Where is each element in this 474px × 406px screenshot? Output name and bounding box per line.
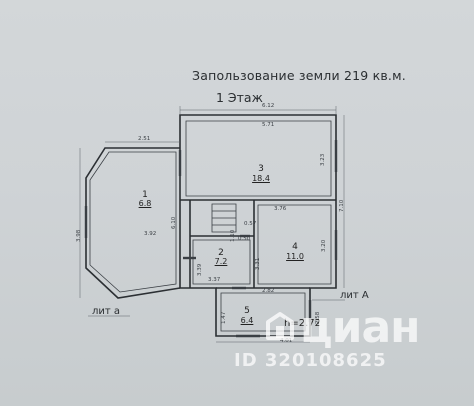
staircase: [211, 203, 237, 233]
main-outer-wall: [179, 114, 337, 337]
dim-room3-right: 3.23: [320, 153, 326, 166]
dim-top-outer: 6.12: [262, 103, 275, 109]
dim-room5-left: 1.47: [221, 311, 227, 324]
dim-room5-bottom: 4.01: [280, 338, 293, 344]
dim-room2-bottom: 3.37: [208, 277, 221, 283]
dim-stair-height: 0.50: [238, 236, 251, 242]
room-3-area: 18.4: [252, 174, 270, 183]
room-3-number: 3: [258, 164, 264, 174]
dim-room5-top: 2.82: [262, 288, 275, 294]
room-1-number: 1: [142, 190, 148, 200]
label-lit-a-lower: лит а: [92, 306, 121, 317]
plan-title: Запользование земли 219 кв.м.: [192, 68, 406, 83]
dim-room2-right: 3.31: [255, 257, 261, 270]
room-5-number: 5: [244, 306, 250, 316]
dim-room1-top: 2.51: [138, 136, 151, 142]
dim-stair-width: 0.57: [244, 221, 257, 227]
dim-top-inner: 5.71: [262, 122, 275, 128]
room-1-area: 6.8: [138, 199, 152, 208]
watermark-brand: циан: [300, 302, 421, 353]
room1-walls: [85, 147, 181, 299]
dim-room2-left: 3.39: [197, 263, 203, 276]
dim-room4-right: 3.20: [321, 239, 327, 252]
dim-room1-left: 3.98: [76, 229, 82, 242]
dim-right-outer: 7.10: [339, 199, 345, 212]
cian-logo-icon: [266, 312, 294, 340]
dim-stair-vertical: 1.10: [230, 229, 236, 242]
floor-label: 1 Этаж: [216, 90, 263, 105]
label-lit-a-upper: лит А: [340, 290, 369, 301]
room-4-number: 4: [292, 242, 298, 252]
dim-room1-right: 6.10: [171, 216, 177, 229]
watermark-id: ID 320108625: [234, 350, 387, 371]
ceiling-height: h=2.72: [284, 318, 321, 329]
dim-room4-top: 3.76: [274, 206, 287, 212]
room-5-area: 6.4: [240, 316, 254, 325]
room-2-area: 7.2: [214, 257, 228, 266]
room-4-area: 11.0: [286, 252, 304, 261]
room-2-number: 2: [218, 248, 224, 258]
dim-room1-inner: 3.92: [144, 231, 157, 237]
